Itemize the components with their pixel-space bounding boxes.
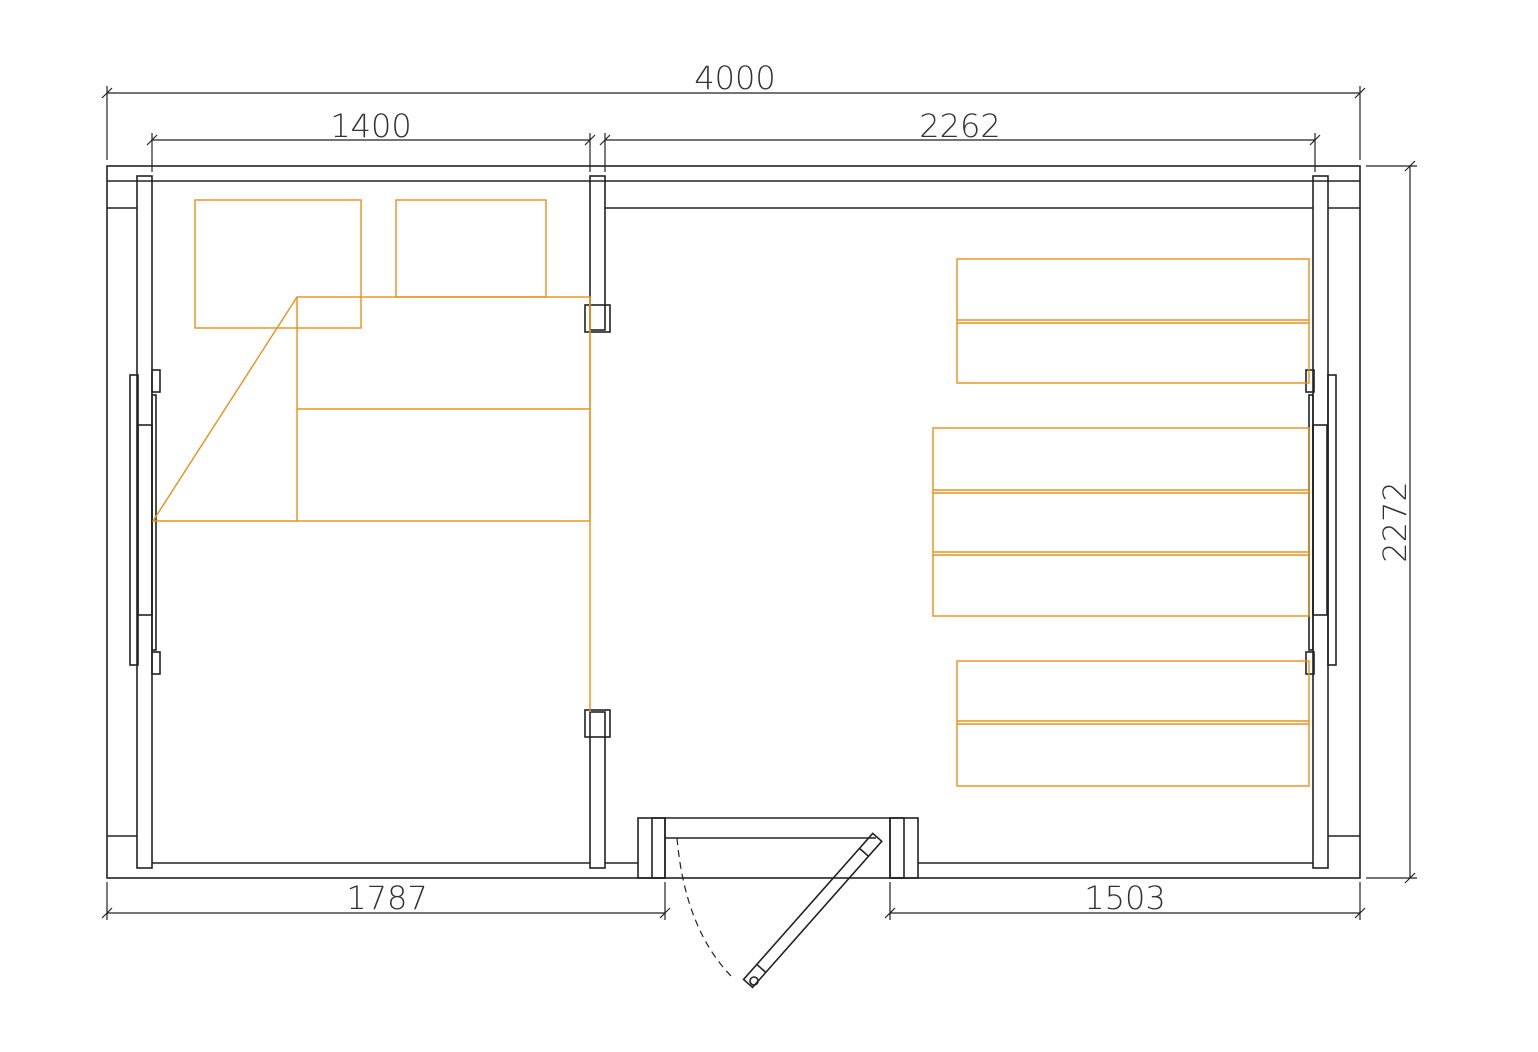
dimension-bottom-left: 1787	[346, 879, 427, 917]
entrance-door[interactable]	[637, 817, 919, 989]
left-window	[129, 369, 161, 675]
bed-step	[151, 296, 298, 522]
bench-bottom	[956, 660, 1310, 787]
furniture	[151, 199, 1310, 787]
door-handle-icon	[749, 976, 759, 986]
dimension-lines	[101, 86, 1417, 920]
bench-top	[956, 258, 1310, 384]
outer-walls	[106, 165, 1361, 879]
cabinet	[395, 199, 547, 298]
right-window	[1305, 369, 1337, 675]
dimension-total-depth: 2272	[1376, 481, 1414, 562]
cabinet	[194, 199, 362, 329]
dimension-bottom-right: 1503	[1084, 879, 1165, 917]
bench-middle	[932, 427, 1310, 617]
dimension-right-room: 2262	[919, 107, 1000, 145]
posts	[136, 175, 1329, 869]
dimension-left-room: 1400	[330, 107, 411, 145]
door-swing-arc	[676, 837, 734, 979]
door-leaf[interactable]	[742, 832, 883, 989]
dimension-total-width: 4000	[694, 59, 775, 97]
